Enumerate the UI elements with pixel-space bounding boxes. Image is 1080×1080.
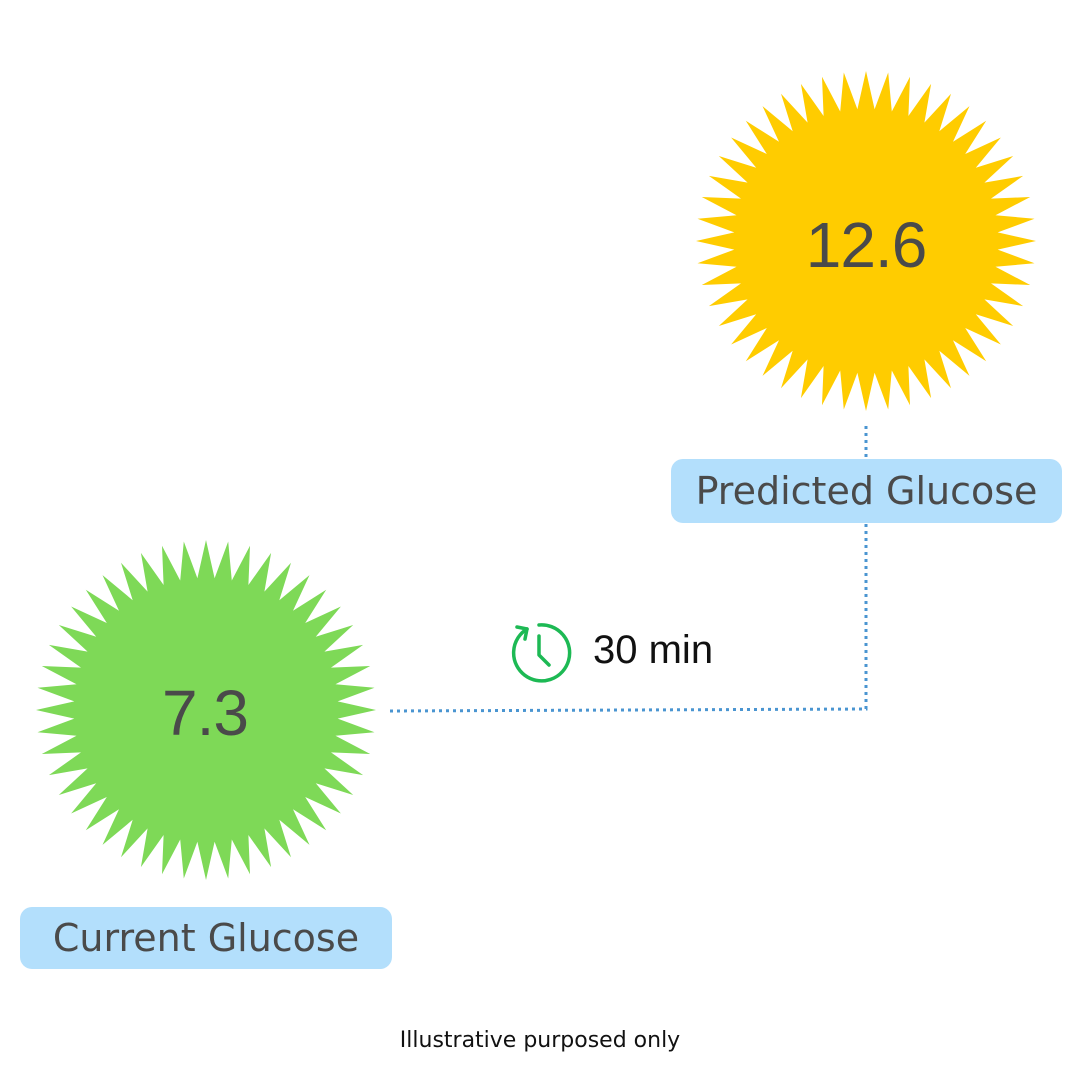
current-glucose-label: Current Glucose [20,907,392,969]
predicted-glucose-value: 12.6 [805,209,928,281]
current-glucose-starburst [36,540,376,880]
clock-icon [511,623,572,683]
footnote: Illustrative purposed only [399,1028,681,1053]
interval-duration-text: 30 min [593,628,714,672]
predicted-glucose-label: Predicted Glucose [671,459,1062,523]
predicted-glucose-starburst [696,71,1036,411]
current-glucose-label-text: Current Glucose [52,916,360,960]
predicted-glucose-label-text: Predicted Glucose [695,469,1038,513]
current-glucose-value: 7.3 [162,677,249,749]
